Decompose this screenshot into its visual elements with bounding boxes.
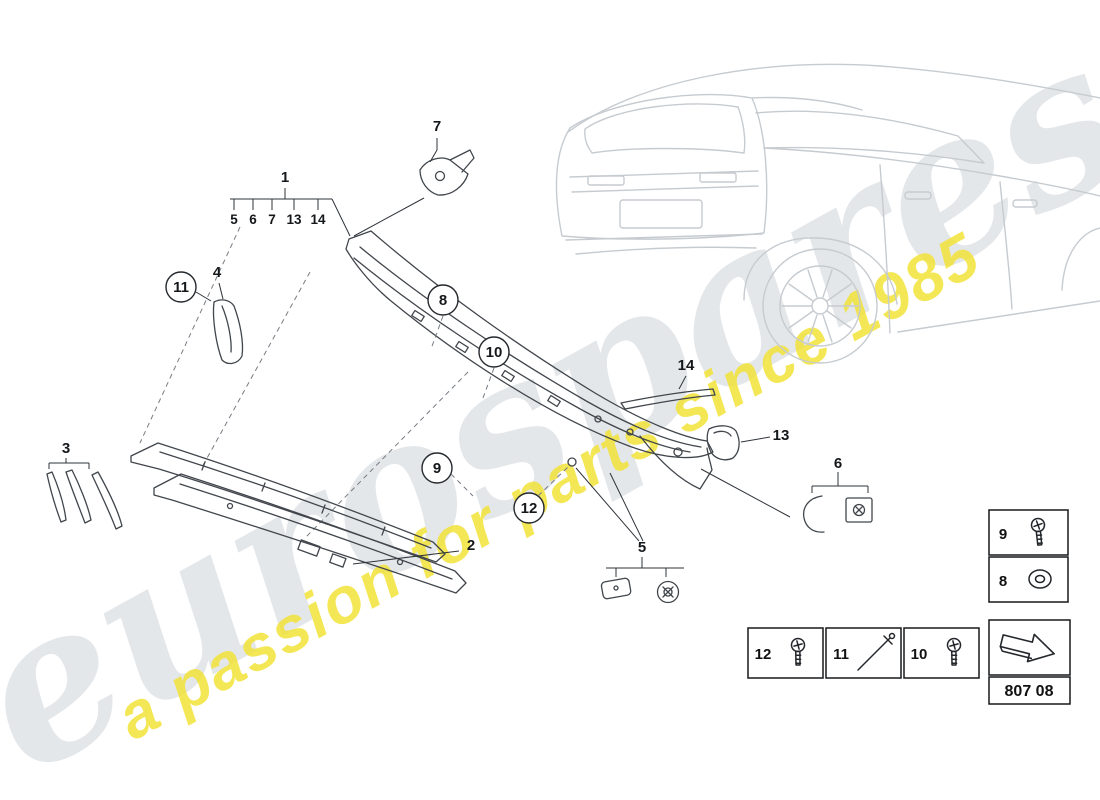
part-lower-panel-upper [130, 442, 446, 563]
car-door-handle [904, 191, 932, 200]
svg-text:12[interactable]: 12 [755, 646, 772, 663]
callout-1-label[interactable]: 1 [281, 169, 289, 186]
pin-icon [857, 632, 896, 671]
callout-6[interactable]: 6 [834, 455, 842, 472]
callout-14[interactable]: 14 [678, 357, 695, 390]
svg-text:10[interactable]: 10 [911, 646, 928, 663]
svg-text:8[interactable]: 8 [439, 292, 447, 309]
car-door-cutline [879, 164, 891, 334]
callout-7[interactable]: 7 [429, 118, 441, 163]
legend-box-8[interactable]: 8 [988, 556, 1069, 603]
svg-text:11[interactable]: 11 [833, 646, 849, 663]
car-side-glass [755, 110, 985, 164]
callout-11[interactable]: 11 [165, 271, 212, 303]
part-bracket-7 [353, 149, 475, 237]
callout-4[interactable]: 4 [213, 264, 224, 300]
svg-text:5[interactable]: 5 [638, 539, 646, 556]
callout-2[interactable]: 2 [352, 537, 475, 565]
car-line-art [555, 63, 1100, 364]
part-trim-strips [46, 469, 123, 530]
svg-text:14[interactable]: 14 [678, 357, 695, 374]
arrow-icon [999, 633, 1055, 663]
callout-12[interactable]: 12 [513, 465, 570, 524]
svg-text:9[interactable]: 9 [999, 526, 1007, 543]
part-strip-14 [620, 388, 716, 410]
callout-group-1[interactable]: 1 5 6 7 13 14 [230, 169, 351, 237]
car-rear-window [584, 103, 746, 154]
car-taillight-right [699, 172, 737, 183]
car-front-arch [1061, 227, 1100, 291]
svg-text:9[interactable]: 9 [433, 460, 441, 477]
part-cap-13 [706, 425, 740, 461]
part-group-6 [700, 468, 873, 533]
part-bracket-4 [212, 299, 244, 365]
car-wheel [762, 248, 878, 364]
legend-box-9[interactable]: 9 [988, 509, 1069, 556]
car-door-cutline [999, 181, 1013, 310]
page-code: 807 08 [1005, 683, 1054, 700]
svg-text:3[interactable]: 3 [62, 440, 70, 457]
svg-text:2[interactable]: 2 [467, 537, 475, 554]
car-license-plate [619, 199, 703, 229]
svg-text:6[interactable]: 6 [834, 455, 842, 472]
callout-1-sub-6[interactable]: 6 [249, 212, 257, 227]
legend-box-11[interactable]: 11 [825, 627, 902, 679]
car-wheel-arch [743, 237, 898, 305]
grommet-icon [1028, 569, 1052, 589]
legend-box-12[interactable]: 12 [747, 627, 824, 679]
callout-13[interactable]: 13 [740, 427, 790, 444]
svg-text:10[interactable]: 10 [486, 344, 503, 361]
callout-1-sub-5[interactable]: 5 [230, 212, 238, 227]
car-shoulder-line [751, 96, 863, 111]
callout-10[interactable]: 10 [478, 336, 510, 399]
callout-8[interactable]: 8 [427, 284, 459, 350]
svg-text:4[interactable]: 4 [213, 264, 222, 281]
callout-1-sub-13[interactable]: 13 [286, 212, 302, 227]
car-taillight-left [587, 175, 625, 186]
svg-text:7[interactable]: 7 [433, 118, 441, 135]
car-wheel-spokes [781, 269, 859, 343]
legend-box-10[interactable]: 10 [903, 627, 980, 679]
car-door-handle [1012, 199, 1038, 208]
part-group-5 [575, 467, 684, 604]
callout-5[interactable]: 5 [638, 539, 646, 556]
svg-text:12[interactable]: 12 [521, 500, 538, 517]
car-beltline [763, 147, 1100, 197]
callout-1-sub-7[interactable]: 7 [268, 212, 276, 227]
callout-9[interactable]: 9 [421, 452, 474, 497]
svg-text:11[interactable]: 11 [173, 279, 189, 296]
part-bumper-carrier [345, 230, 714, 490]
car-roofline [567, 63, 1100, 133]
svg-text:8[interactable]: 8 [999, 573, 1007, 590]
svg-text:13[interactable]: 13 [773, 427, 790, 444]
callout-3[interactable]: 3 [48, 440, 90, 469]
diagram-reference-box: 807 08 [988, 619, 1071, 705]
car-rocker-line [897, 300, 1100, 333]
callout-1-sub-14[interactable]: 14 [310, 212, 326, 227]
part-lower-panel-main [153, 473, 467, 594]
